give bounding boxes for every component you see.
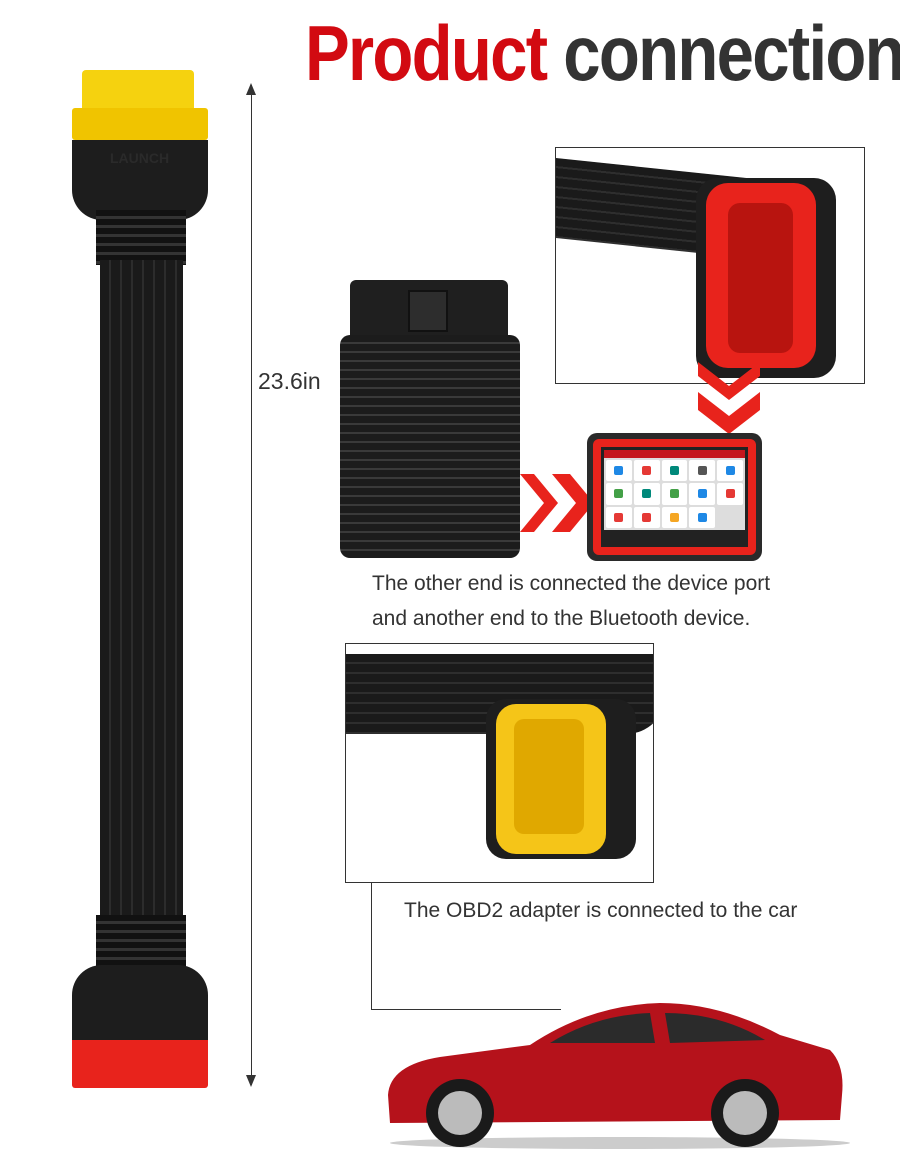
tablet-app-tile: [689, 506, 716, 528]
app-icon: [697, 489, 707, 499]
flat-cable: [100, 260, 183, 920]
chevron-right-icon: [520, 474, 594, 532]
app-icon: [642, 512, 652, 522]
tablet-app-grid: [604, 458, 745, 530]
tablet-app-tile: [606, 506, 632, 528]
red-connector-closeup: [555, 147, 865, 384]
title-word-product: Product: [305, 9, 548, 97]
car-caption: The OBD2 adapter is connected to the car: [404, 899, 798, 922]
tablet-app-tile: [661, 460, 688, 482]
connector-line: [371, 882, 372, 1010]
chevron-down-icon: [698, 362, 760, 434]
connector-line-horizontal: [371, 1009, 561, 1010]
length-label: 23.6in: [258, 368, 321, 394]
tablet-app-tile: [606, 483, 632, 505]
app-icon: [697, 512, 707, 522]
app-icon: [669, 466, 679, 476]
tablet-app-tile: [661, 483, 688, 505]
app-icon: [642, 466, 652, 476]
yellow-connector: [82, 70, 194, 112]
length-dimension-line: [251, 85, 252, 1085]
tablet-app-tile: [689, 460, 716, 482]
app-icon: [642, 489, 652, 499]
arrow-down-icon: [246, 1075, 256, 1087]
app-icon: [614, 489, 624, 499]
device-caption-line2: and another end to the Bluetooth device.: [372, 607, 751, 630]
red-connector: [72, 1040, 208, 1088]
app-icon: [669, 512, 679, 522]
tablet-app-tile: [633, 483, 660, 505]
app-icon: [725, 489, 735, 499]
bluetooth-obd-adapter-image: [340, 280, 520, 558]
tablet-app-tile: [633, 460, 660, 482]
tablet-app-tile: [717, 460, 743, 482]
tablet-app-tile: [606, 460, 632, 482]
app-icon: [697, 466, 707, 476]
extension-cable-image: LAUNCH: [70, 70, 210, 1090]
app-icon: [614, 466, 624, 476]
tablet-app-tile: [633, 506, 660, 528]
tablet-app-tile: [689, 483, 716, 505]
device-caption-line1: The other end is connected the device po…: [372, 572, 771, 595]
app-icon: [614, 512, 624, 522]
app-icon: [669, 489, 679, 499]
tablet-app-tile: [717, 483, 743, 505]
page-title: Product connection: [305, 8, 900, 99]
title-word-connection: connection: [563, 9, 900, 97]
yellow-connector-closeup: [345, 643, 654, 883]
arrow-up-icon: [246, 83, 256, 95]
red-car-image: [388, 1003, 850, 1149]
diagnostic-tablet-image: [587, 433, 762, 561]
tablet-app-tile: [661, 506, 688, 528]
cable-brand: LAUNCH: [110, 150, 170, 166]
app-icon: [725, 466, 735, 476]
